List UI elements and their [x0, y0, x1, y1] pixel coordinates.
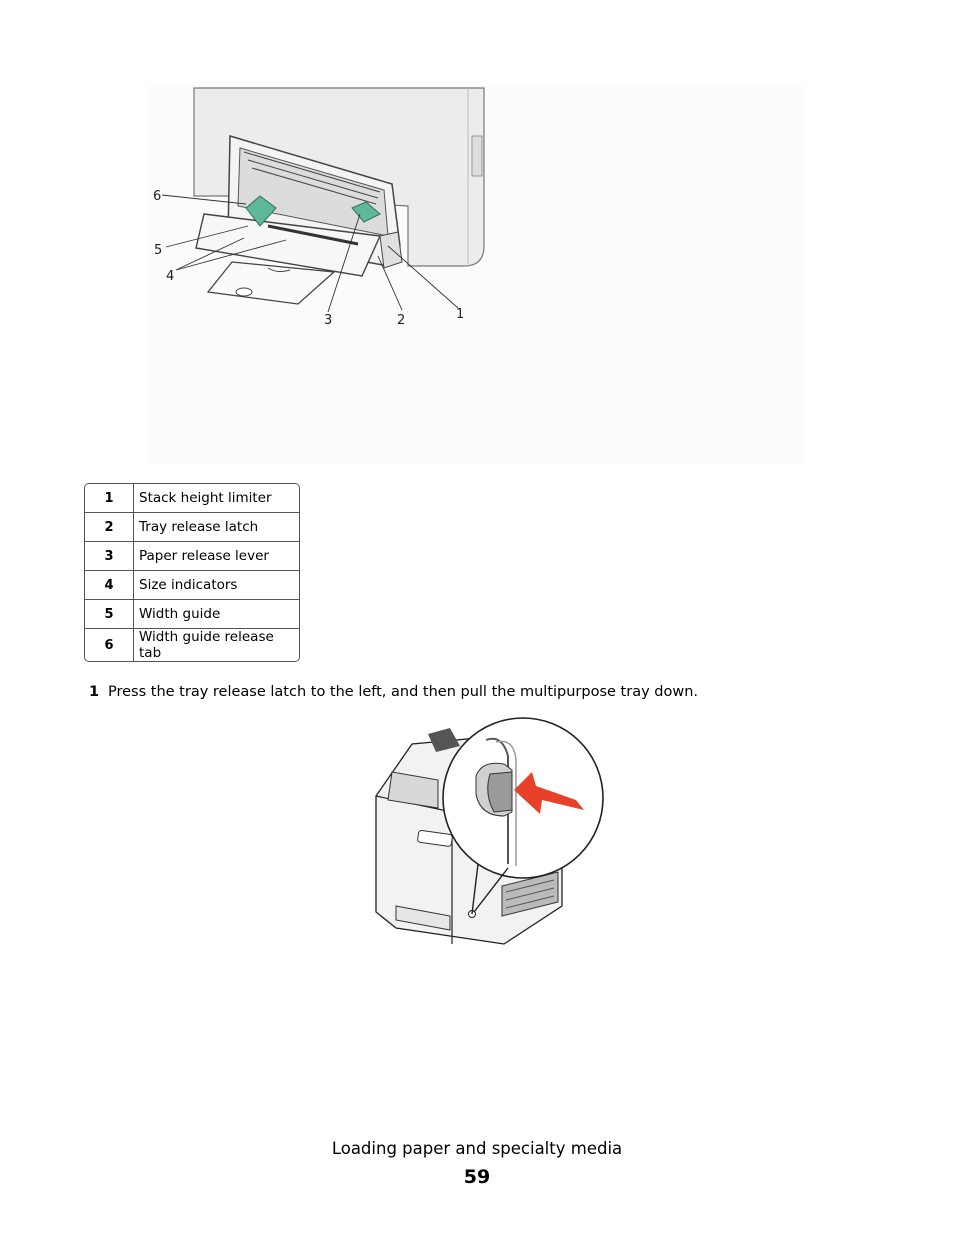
legend-label: Paper release lever — [133, 541, 299, 571]
callout-4: 4 — [166, 269, 174, 284]
step-text: Press the tray release latch to the left… — [108, 684, 699, 700]
step-1: 1 Press the tray release latch to the lef… — [89, 684, 698, 700]
callout-2: 2 — [397, 313, 405, 328]
legend-number: 2 — [85, 512, 134, 542]
callout-1: 1 — [456, 307, 464, 322]
callout-5: 5 — [154, 243, 162, 258]
legend-number: 1 — [85, 484, 134, 513]
printer-latch-illustration — [372, 716, 606, 948]
callout-6: 6 — [153, 189, 161, 204]
legend-label: Width guide release tab — [139, 629, 274, 661]
legend-number: 5 — [85, 599, 134, 629]
callout-3: 3 — [324, 313, 332, 328]
legend-label: Stack height limiter — [133, 484, 299, 513]
legend-label: Size indicators — [133, 570, 299, 600]
legend-number: 6 — [85, 628, 134, 661]
page-number: 59 — [463, 1166, 491, 1188]
step-number: 1 — [89, 684, 100, 700]
legend-label: Tray release latch — [133, 512, 299, 542]
tray-illustration: 6 5 4 3 2 1 — [148, 86, 804, 464]
legend-label: Width guide — [133, 599, 299, 629]
red-arrow-icon — [514, 772, 584, 814]
section-title: Loading paper and specialty media — [331, 1139, 623, 1158]
legend-number: 4 — [85, 570, 134, 600]
legend-number: 3 — [85, 541, 134, 571]
